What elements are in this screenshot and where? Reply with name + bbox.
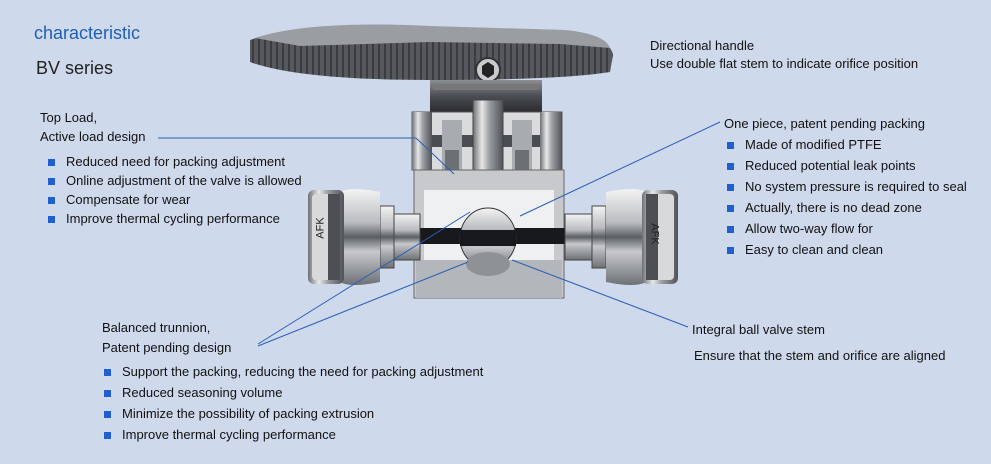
- trunnion-heading-line1: Balanced trunnion,: [102, 320, 211, 335]
- leader-lines: [158, 121, 721, 347]
- list-item: Support the packing, reducing the need f…: [104, 364, 483, 379]
- list-item: Reduced seasoning volume: [104, 385, 483, 400]
- list-item: Compensate for wear: [48, 192, 302, 207]
- list-item: Improve thermal cycling performance: [48, 211, 302, 226]
- trunnion-ball: [459, 207, 517, 276]
- left-fitting-brand-label: AFK: [314, 217, 327, 239]
- packing-feature-list: Made of modified PTFE Reduced potential …: [727, 137, 967, 257]
- packing-heading: One piece, patent pending packing: [724, 116, 925, 131]
- handle-callout-detail: Use double flat stem to indicate orifice…: [650, 56, 919, 71]
- top-load-heading-line1: Top Load,: [40, 110, 98, 125]
- list-item: Actually, there is no dead zone: [727, 200, 967, 215]
- list-item: Improve thermal cycling performance: [104, 427, 483, 442]
- list-item: Made of modified PTFE: [727, 137, 967, 152]
- list-item: Reduced need for packing adjustment: [48, 154, 302, 169]
- top-load-heading-line2: Active load design: [40, 129, 146, 144]
- page-title: characteristic: [34, 23, 141, 43]
- list-item: Online adjustment of the valve is allowe…: [48, 173, 302, 188]
- list-item: No system pressure is required to seal: [727, 179, 967, 194]
- right-compression-fitting: [564, 189, 678, 285]
- list-item: Allow two-way flow for: [727, 221, 967, 236]
- directional-handle: [250, 24, 613, 83]
- ball-stem-heading: Integral ball valve stem: [692, 322, 825, 337]
- trunnion-feature-list: Support the packing, reducing the need f…: [104, 364, 483, 442]
- list-item: Minimize the possibility of packing extr…: [104, 406, 483, 421]
- ball-stem-detail: Ensure that the stem and orifice are ali…: [694, 348, 946, 363]
- top-load-feature-list: Reduced need for packing adjustment Onli…: [48, 154, 302, 226]
- list-item: Reduced potential leak points: [727, 158, 967, 173]
- series-subtitle: BV series: [36, 58, 114, 78]
- handle-callout-heading: Directional handle: [650, 38, 755, 53]
- trunnion-heading-line2: Patent pending design: [102, 340, 232, 355]
- right-fitting-brand-label: AFK: [648, 223, 661, 245]
- left-compression-fitting: [308, 189, 421, 285]
- list-item: Easy to clean and clean: [727, 242, 967, 257]
